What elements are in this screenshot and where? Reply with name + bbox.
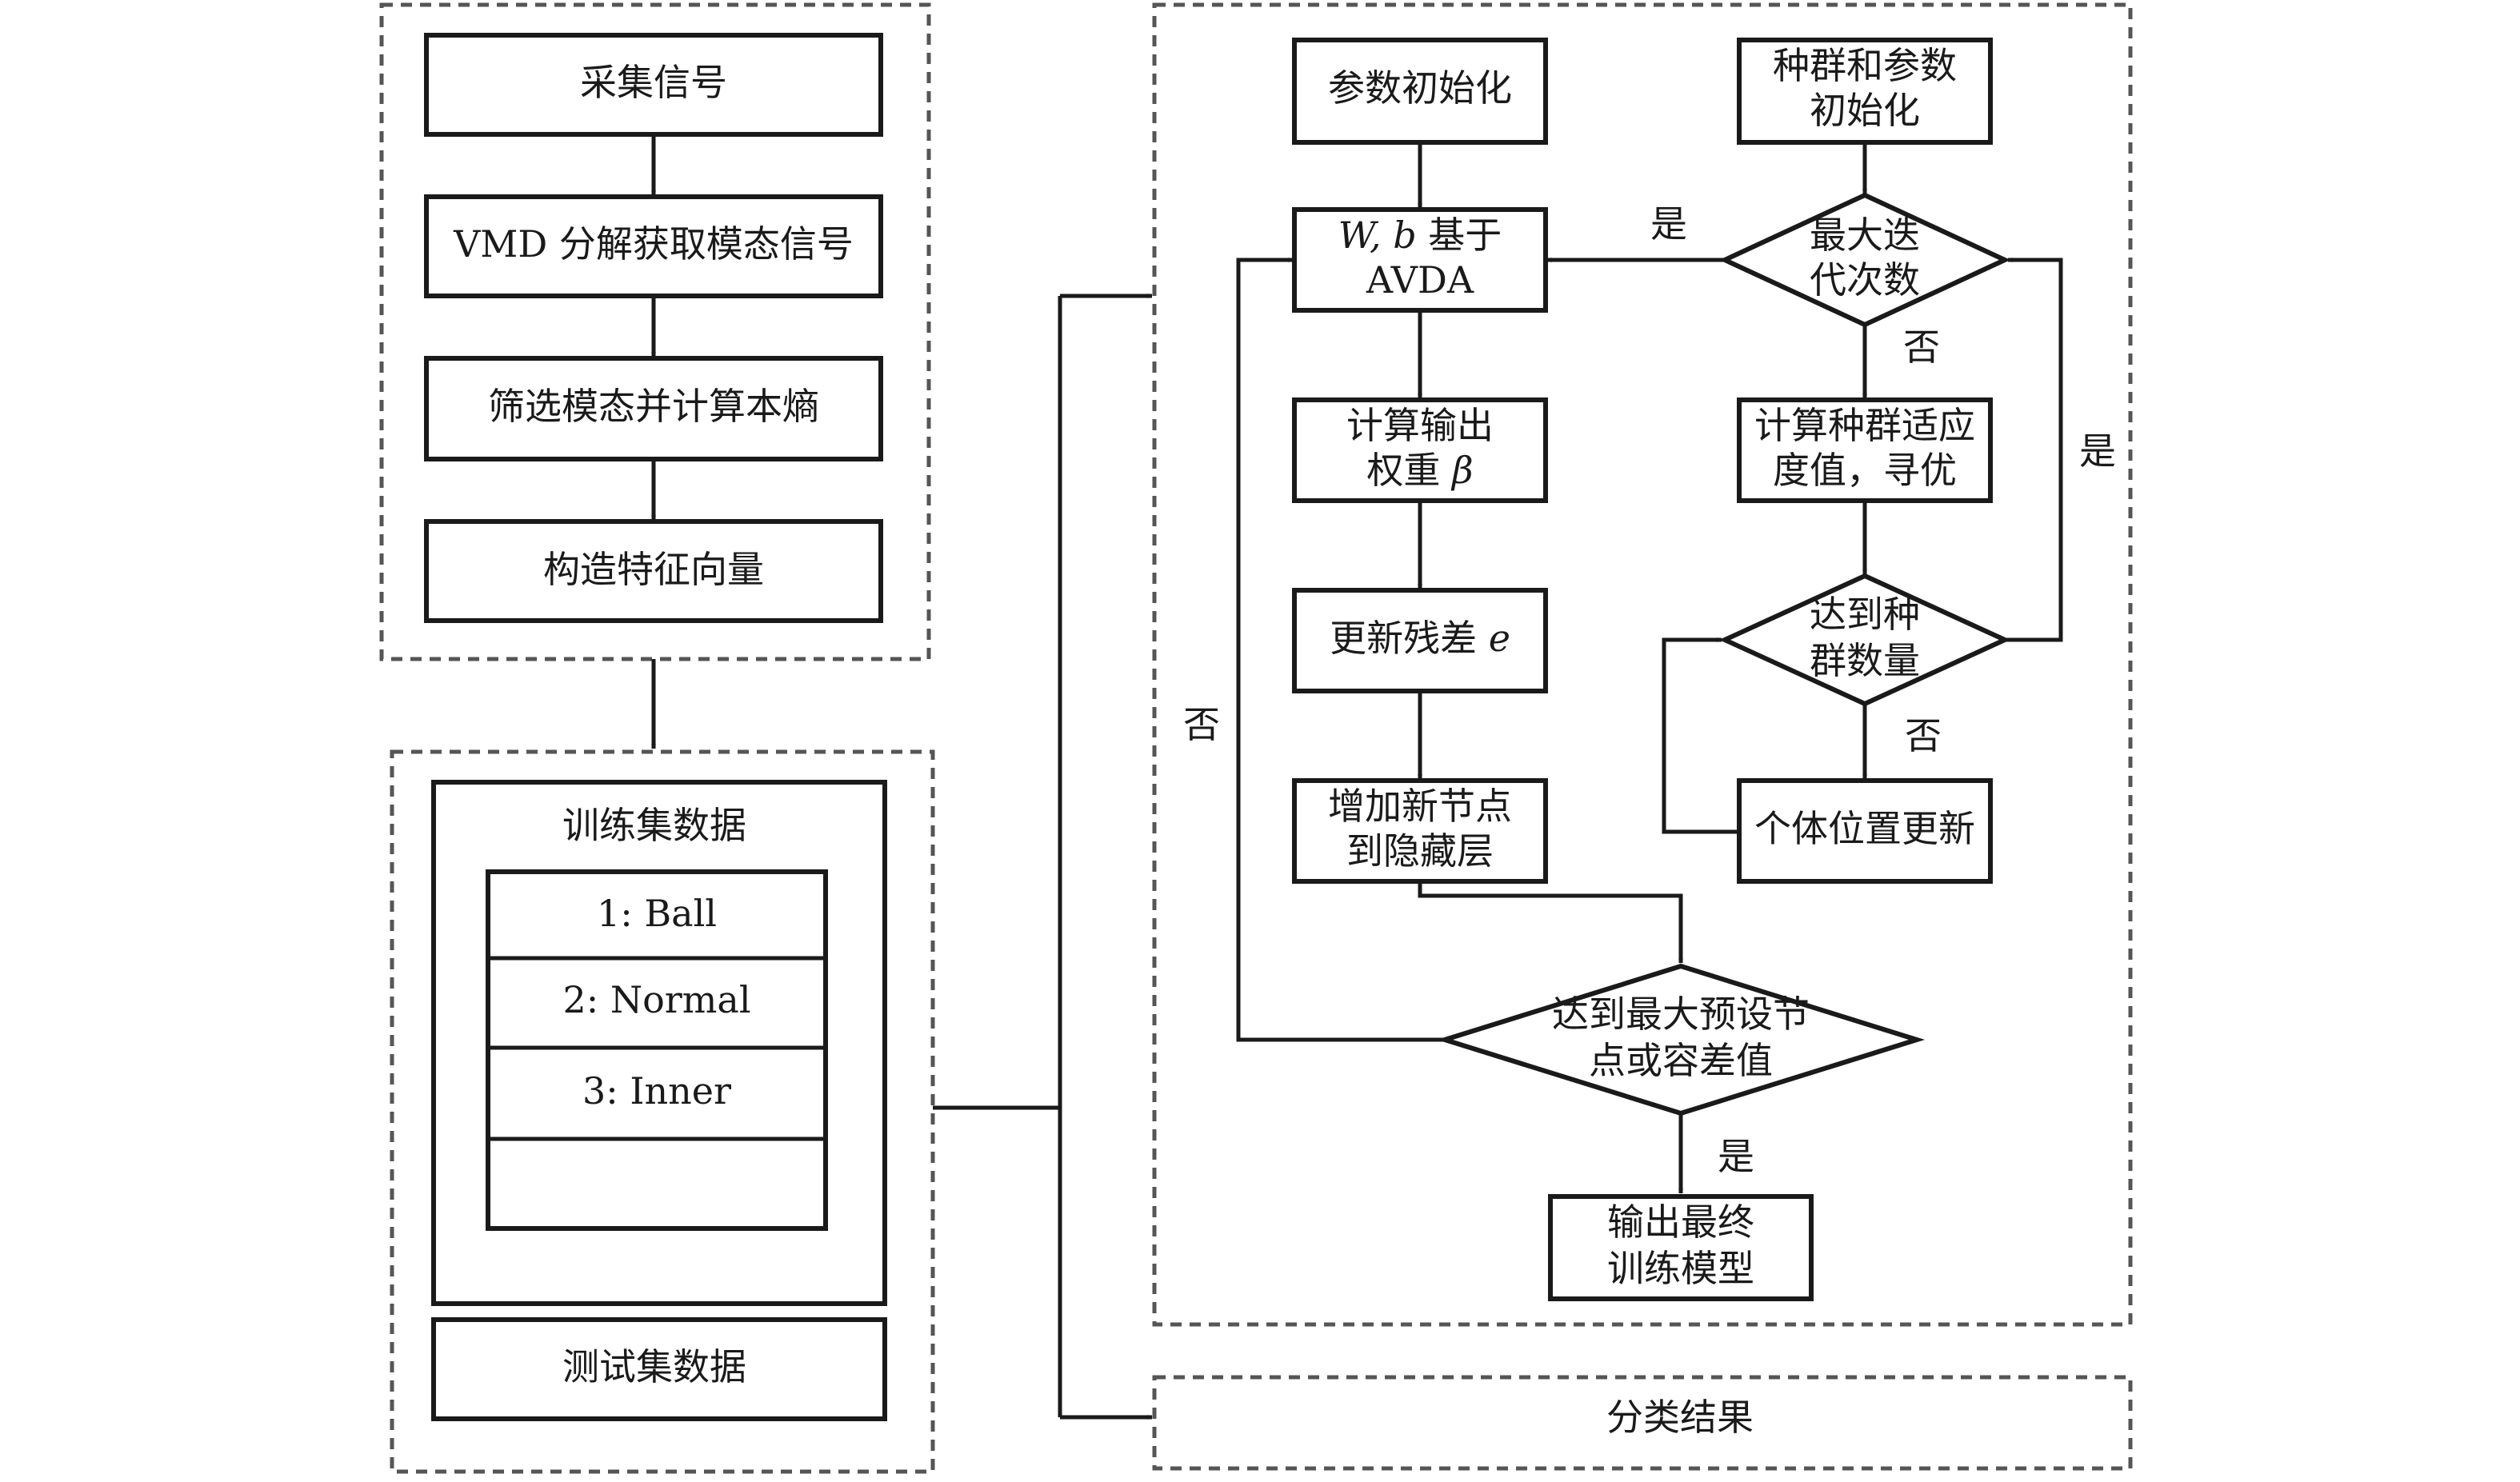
- param-init-box: 参数初始化: [1292, 38, 1548, 145]
- classification-result-label: 分类结果: [1606, 1396, 1754, 1439]
- label-no-popcount: 否: [1905, 714, 1942, 757]
- label-yes-maxnode: 是: [1718, 1135, 1754, 1178]
- arrow-popcount-yes-loop: [2005, 258, 2063, 642]
- calc-output-line1: 计算输出: [1346, 404, 1494, 447]
- add-node-box: 增加新节点 到隐藏层: [1292, 778, 1548, 884]
- final-model-box: 输出最终 训练模型: [1548, 1194, 1814, 1301]
- pop-init-line2: 初始化: [1810, 89, 1920, 132]
- vmd-decompose-label: VMD 分解获取模态信号: [453, 222, 854, 266]
- feature-vector-label: 构造特征向量: [543, 548, 764, 591]
- label-no-maxnode: 否: [1183, 703, 1220, 746]
- max-iter-decision: 最大迭 代次数: [1718, 192, 2011, 328]
- filter-entropy-label: 筛选模态并计算本熵: [488, 385, 819, 428]
- param-init-label: 参数初始化: [1328, 66, 1512, 110]
- wb-avda-line2: AVDA: [1366, 258, 1474, 302]
- pop-count-line2: 群数量: [1810, 639, 1920, 682]
- label-yes-maxiter: 是: [1650, 202, 1687, 246]
- indiv-update-label: 个体位置更新: [1754, 807, 1975, 850]
- filter-entropy-box: 筛选模态并计算本熵: [424, 356, 883, 461]
- table-row: 2: Normal: [562, 978, 750, 1021]
- training-set-table: 1: Ball 2: Normal 3: Inner: [486, 869, 828, 1231]
- label-yes-popcount: 是: [2079, 429, 2116, 473]
- table-row: 1: Ball: [597, 892, 717, 935]
- weight-text: 权重: [1366, 449, 1452, 492]
- add-node-line2: 到隐藏层: [1346, 829, 1494, 873]
- max-iter-line1: 最大迭: [1810, 214, 1920, 257]
- wb-variables: W, b: [1338, 214, 1417, 257]
- residual-text: 更新残差: [1330, 617, 1489, 660]
- indiv-update-box: 个体位置更新: [1737, 778, 1993, 884]
- wb-avda-box: W, b 基于 AVDA: [1292, 207, 1548, 313]
- fitness-line1: 计算种群适应: [1754, 404, 1975, 447]
- vmd-decompose-box: VMD 分解获取模态信号: [424, 194, 883, 298]
- add-node-line1: 增加新节点: [1328, 785, 1512, 828]
- feature-extraction-group: [379, 2, 931, 661]
- arrow-maxnode-no-loop: [1236, 258, 1445, 1042]
- max-node-decision: 达到最大预设节 点或容差值: [1436, 963, 1926, 1116]
- training-set-title: 训练集数据: [562, 804, 746, 847]
- beta-symbol: β: [1450, 449, 1474, 492]
- label-no-maxiter: 否: [1903, 326, 1940, 369]
- max-node-line1: 达到最大预设节: [1552, 993, 1810, 1036]
- pop-count-line1: 达到种: [1810, 593, 1920, 636]
- collect-signal-box: 采集信号: [424, 33, 883, 137]
- dataset-group: [390, 749, 935, 1474]
- collect-signal-label: 采集信号: [580, 61, 727, 104]
- calc-output-weight-box: 计算输出 权重 β: [1292, 397, 1548, 503]
- test-set-box: 测试集数据: [431, 1317, 887, 1421]
- pop-init-box: 种群和参数 初始化: [1737, 38, 1993, 145]
- feature-vector-box: 构造特征向量: [424, 519, 883, 623]
- wb-avda-line1: W, b 基于: [1338, 214, 1502, 257]
- arrow-update-loop: [1662, 637, 1739, 834]
- residual-variable: e: [1489, 617, 1510, 660]
- update-residual-box: 更新残差 e: [1292, 588, 1548, 693]
- max-node-line2: 点或容差值: [1589, 1039, 1773, 1082]
- pop-count-decision: 达到种 群数量: [1718, 573, 2011, 707]
- pop-init-line1: 种群和参数: [1773, 44, 1957, 87]
- model-training-group: [1152, 2, 2133, 1327]
- result-group: [1152, 1375, 2133, 1471]
- final-model-line2: 训练模型: [1607, 1247, 1754, 1290]
- table-row: 3: Inner: [582, 1069, 731, 1112]
- update-residual-label: 更新残差 e: [1330, 617, 1510, 660]
- final-model-line1: 输出最终: [1607, 1200, 1754, 1244]
- calc-output-line2: 权重 β: [1366, 449, 1473, 492]
- wb-based-on: 基于: [1417, 214, 1502, 257]
- test-set-label: 测试集数据: [562, 1345, 746, 1388]
- fitness-line2: 度值，寻优: [1773, 449, 1957, 492]
- fitness-box: 计算种群适应 度值，寻优: [1737, 397, 1993, 503]
- arrow-add-to-maxnode: [1418, 881, 1683, 964]
- max-iter-line2: 代次数: [1810, 258, 1920, 302]
